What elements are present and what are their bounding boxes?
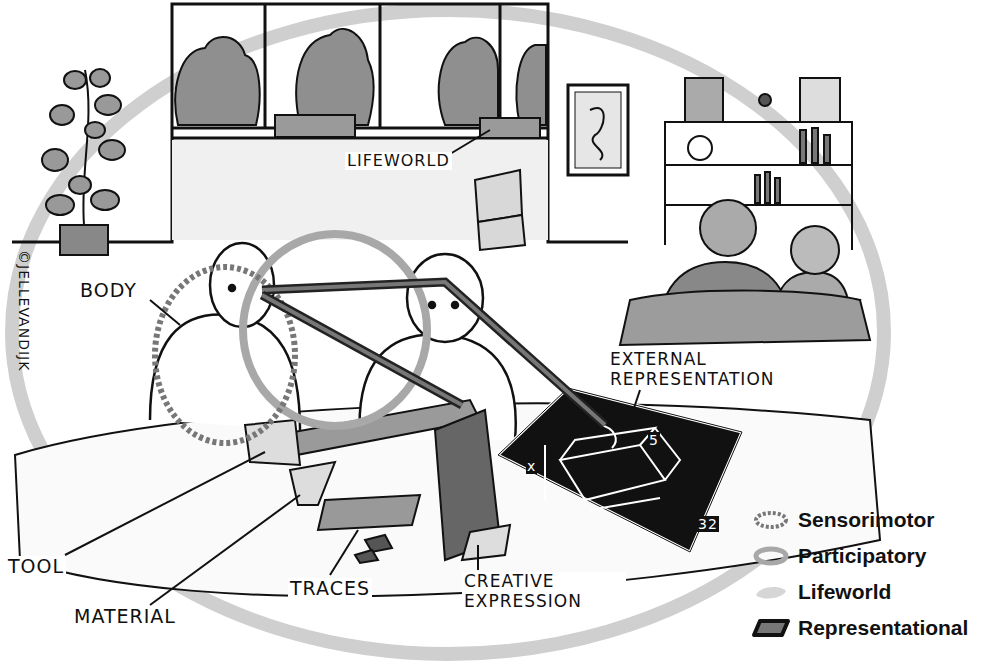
representational-lines [262, 282, 605, 425]
part-label: CREATIVE EXPRESSION [462, 572, 626, 611]
part-label: BODY [78, 280, 139, 302]
legend-row: Sensorimotor [752, 508, 935, 532]
dimension-label: 32 [697, 516, 719, 532]
planters [275, 115, 540, 138]
region-label: LIFEWORLD [345, 152, 452, 170]
plant [42, 69, 125, 255]
legend-row: Representational [752, 616, 968, 640]
room-walls [12, 4, 628, 242]
legend-row: Lifeworld [752, 580, 891, 604]
legend-label: Representational [798, 616, 968, 640]
participatory-ring [243, 234, 427, 426]
legend-label: Lifeworld [798, 580, 891, 604]
painting [568, 85, 628, 175]
background-people [620, 200, 870, 345]
bookshelf [665, 78, 852, 250]
dimension-label: 5 [648, 432, 660, 448]
legend-swatch [752, 617, 790, 639]
table [15, 403, 880, 596]
window-bushes [175, 29, 546, 125]
legend-swatch [752, 509, 790, 531]
legend-label: Participatory [798, 544, 926, 568]
leader-lines [65, 130, 640, 605]
legend-label: Sensorimotor [798, 508, 935, 532]
lifeworld-ring [12, 10, 884, 654]
legend-row: Participatory [752, 544, 926, 568]
part-label: TOOL [6, 556, 66, 578]
part-label: MATERIAL [72, 606, 178, 628]
chair [475, 170, 525, 250]
creative-expression-panel [435, 410, 510, 560]
legend-swatch [752, 581, 790, 603]
part-label: EXTERNAL REPRESENTATION [608, 350, 812, 389]
part-label: TRACES [288, 578, 372, 600]
copyright-note: ©JELLEVANDIJK [16, 248, 32, 373]
legend-swatch [752, 545, 790, 567]
dimension-label: x [526, 458, 537, 474]
chalkboard [498, 388, 742, 552]
